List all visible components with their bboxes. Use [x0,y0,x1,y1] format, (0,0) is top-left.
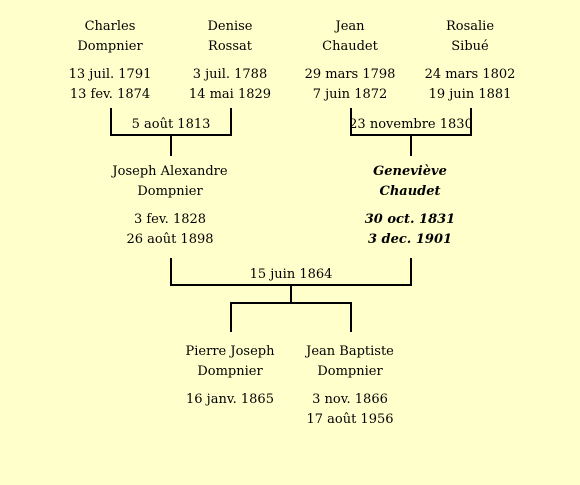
connector-right-to-genevieve [410,134,412,156]
person-first-name: Charles [84,19,136,34]
connector-joseph-down [170,258,172,286]
person-jean-baptiste-dompnier: Jean Baptiste Dompnier 3 nov. 1866 17 ao… [280,342,420,430]
person-last-name: Dompnier [197,364,263,379]
death-date: 17 août 1956 [306,412,394,427]
birth-date: 3 nov. 1866 [312,392,388,407]
connector-child-jean-baptiste [350,302,352,332]
marriage-date-left: 5 août 1813 [131,117,211,132]
person-first-name: Jean Baptiste [306,344,394,359]
person-first-name: Jean [335,19,365,34]
person-dates: 30 oct. 1831 3 dec. 1901 [340,210,480,250]
connector-genevieve-down [410,258,412,286]
birth-date: 3 juil. 1788 [192,67,268,82]
death-date: 19 juin 1881 [428,87,512,102]
birth-date: 13 juil. 1791 [68,67,152,82]
birth-date: 3 fev. 1828 [133,212,207,227]
marriage-date-parents: 15 juin 1864 [249,267,333,282]
person-rosalie-sibue: Rosalie Sibué 24 mars 1802 19 juin 1881 [400,17,540,105]
person-first-name: Joseph Alexandre [112,164,228,179]
death-date: 3 dec. 1901 [367,232,453,247]
death-date: 14 mai 1829 [188,87,272,102]
death-date: 26 août 1898 [126,232,214,247]
person-first-name: Rosalie [445,19,495,34]
person-last-name: Dompnier [317,364,383,379]
death-date: 13 fev. 1874 [69,87,151,102]
person-last-name: Dompnier [137,184,203,199]
person-genevieve-chaudet: Geneviève Chaudet 30 oct. 1831 3 dec. 19… [340,162,480,250]
birth-date: 24 mars 1802 [424,67,516,82]
person-last-name: Rossat [208,39,252,54]
person-dates: 16 janv. 1865 [160,390,300,410]
birth-date: 29 mars 1798 [304,67,396,82]
person-jean-chaudet: Jean Chaudet 29 mars 1798 7 juin 1872 [280,17,420,105]
person-charles-dompnier: Charles Dompnier 13 juil. 1791 13 fev. 1… [40,17,180,105]
person-dates: 3 juil. 1788 14 mai 1829 [160,65,300,105]
person-last-name: Chaudet [379,184,441,199]
connector-children-bar [230,302,352,304]
person-last-name: Sibué [451,39,489,54]
birth-date: 30 oct. 1831 [364,212,456,227]
person-pierre-joseph-dompnier: Pierre Joseph Dompnier 16 janv. 1865 [160,342,300,410]
death-date: 7 juin 1872 [312,87,388,102]
person-first-name: Geneviève [373,164,447,179]
person-last-name: Chaudet [322,39,378,54]
person-first-name: Pierre Joseph [185,344,275,359]
person-denise-rossat: Denise Rossat 3 juil. 1788 14 mai 1829 [160,17,300,105]
birth-date: 16 janv. 1865 [186,392,274,407]
connector-rosalie-down [470,108,472,136]
person-dates: 3 nov. 1866 17 août 1956 [280,390,420,430]
person-dates: 3 fev. 1828 26 août 1898 [100,210,240,250]
connector-left-to-joseph [170,134,172,156]
marriage-date-right: 23 novembre 1830 [349,117,473,132]
connector-child-pierre [230,302,232,332]
connector-parents-to-children [290,284,292,304]
person-dates: 13 juil. 1791 13 fev. 1874 [40,65,180,105]
connector-denise-down [230,108,232,136]
person-joseph-alexandre-dompnier: Joseph Alexandre Dompnier 3 fev. 1828 26… [100,162,240,250]
person-last-name: Dompnier [77,39,143,54]
connector-charles-down [110,108,112,136]
person-first-name: Denise [207,19,253,34]
person-dates: 29 mars 1798 7 juin 1872 [280,65,420,105]
connector-jean-down [350,108,352,136]
person-dates: 24 mars 1802 19 juin 1881 [400,65,540,105]
